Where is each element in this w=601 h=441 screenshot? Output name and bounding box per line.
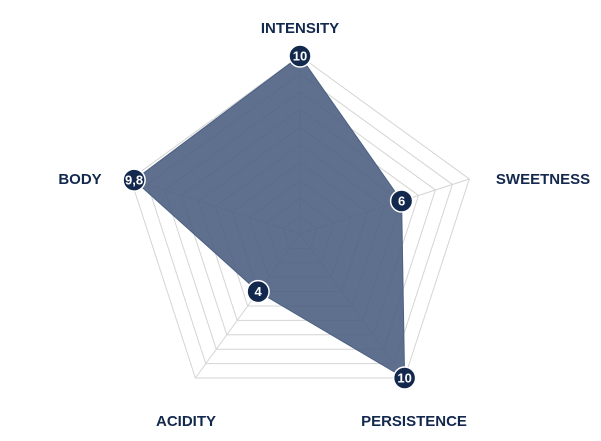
axis-label-persistence: PERSISTENCE (361, 413, 467, 430)
value-label-intensity: 10 (293, 49, 307, 64)
axis-label-acidity: ACIDITY (156, 413, 216, 430)
grid-ring-10 (130, 55, 470, 379)
value-label-acidity: 4 (254, 284, 262, 299)
value-label-persistence: 10 (397, 371, 411, 386)
data-point-persistence[interactable] (392, 366, 417, 390)
axis-label-body: BODY (58, 171, 101, 188)
value-label-sweetness: 6 (398, 194, 405, 209)
series-area (133, 55, 406, 379)
axis-label-intensity: INTENSITY (261, 20, 339, 37)
radar-series (133, 55, 406, 379)
data-markers: 10 6 10 4 9,8 (122, 44, 417, 390)
data-point-intensity[interactable] (288, 44, 312, 68)
axis-labels: INTENSITY SWEETNESS PERSISTENCE ACIDITY … (58, 20, 590, 430)
value-label-body: 9,8 (125, 173, 143, 188)
data-point-body[interactable] (122, 168, 146, 192)
axis-label-sweetness: SWEETNESS (496, 171, 590, 188)
data-point-sweetness[interactable] (389, 189, 414, 213)
data-point-acidity[interactable] (246, 279, 270, 304)
